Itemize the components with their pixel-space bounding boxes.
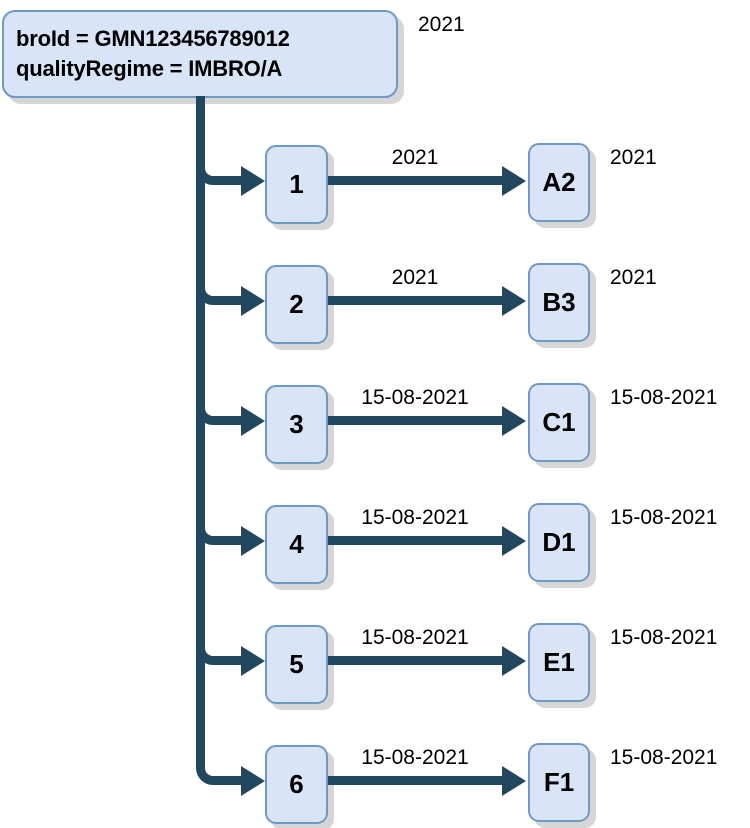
index-node-label: 3 <box>289 409 304 439</box>
version-node-label: A2 <box>542 167 576 197</box>
row-arrow-label: 15-08-2021 <box>361 505 469 529</box>
row-arrow-label: 15-08-2021 <box>361 745 469 769</box>
branch-connector-stub <box>220 655 241 665</box>
trunk-line <box>196 96 205 758</box>
row-trailing-label: 2021 <box>610 265 657 289</box>
version-node-label: F1 <box>543 767 575 797</box>
row-arrow-shaft <box>328 295 502 305</box>
row-arrow-shaft <box>328 655 502 665</box>
branch-arrow-head <box>241 165 265 196</box>
branch-arrow-head <box>241 405 265 436</box>
row-arrow-head <box>502 285 526 316</box>
branch-connector-stub <box>220 175 241 185</box>
index-node-4[interactable]: 4 <box>265 505 328 584</box>
index-node-5[interactable]: 5 <box>265 625 328 704</box>
trunk-branch-elbow <box>196 748 226 785</box>
trunk-branch-elbow <box>196 148 226 185</box>
index-node-label: 5 <box>289 649 304 679</box>
branch-connector-stub <box>220 415 241 425</box>
branch-arrow-head <box>241 645 265 676</box>
row-trailing-label: 15-08-2021 <box>610 625 718 649</box>
index-node-1[interactable]: 1 <box>265 145 328 224</box>
trunk-branch-elbow <box>196 268 226 305</box>
version-node-D1[interactable]: D1 <box>528 503 590 582</box>
branch-arrow-head <box>241 765 265 796</box>
root-node-qualityregime-line: qualityRegime = IMBRO/A <box>16 56 283 81</box>
version-node-label: D1 <box>542 527 576 557</box>
version-node-E1[interactable]: E1 <box>528 623 590 702</box>
version-node-label: E1 <box>543 647 575 677</box>
row-arrow-label: 15-08-2021 <box>361 625 469 649</box>
row-arrow-shaft <box>328 535 502 545</box>
row-arrow-shaft <box>328 415 502 425</box>
index-node-label: 2 <box>289 289 304 319</box>
trunk-branch-elbow <box>196 628 226 665</box>
version-node-label: C1 <box>542 407 576 437</box>
row-arrow-head <box>502 165 526 196</box>
version-node-B3[interactable]: B3 <box>528 263 590 342</box>
row-arrow-label: 2021 <box>391 145 439 169</box>
root-node-broid-line: broId = GMN123456789012 <box>16 26 290 51</box>
index-node-6[interactable]: 6 <box>265 745 328 824</box>
trunk-branch-elbow <box>196 508 226 545</box>
row-arrow-label: 2021 <box>391 265 439 289</box>
branch-connector-stub <box>220 775 241 785</box>
row-arrow-head <box>502 405 526 436</box>
row-arrow-head <box>502 645 526 676</box>
version-node-label: B3 <box>542 287 576 317</box>
row-trailing-label: 15-08-2021 <box>610 745 718 769</box>
row-arrow-head <box>502 765 526 796</box>
branch-arrow-head <box>241 285 265 316</box>
index-node-label: 6 <box>289 769 304 799</box>
version-node-F1[interactable]: F1 <box>528 743 590 822</box>
branch-arrow-head <box>241 525 265 556</box>
index-node-label: 1 <box>289 169 304 199</box>
root-trailing-label: 2021 <box>418 13 465 36</box>
row-arrow-shaft <box>328 175 502 185</box>
index-node-2[interactable]: 2 <box>265 265 328 344</box>
branch-connector-stub <box>220 535 241 545</box>
row-trailing-label: 2021 <box>610 145 657 169</box>
row-arrow-shaft <box>328 775 502 785</box>
root-node[interactable]: broId = GMN123456789012 qualityRegime = … <box>2 10 398 98</box>
version-node-A2[interactable]: A2 <box>528 143 590 222</box>
branch-connector-stub <box>220 295 241 305</box>
index-node-3[interactable]: 3 <box>265 385 328 464</box>
index-node-label: 4 <box>289 529 304 559</box>
trunk-branch-elbow <box>196 388 226 425</box>
row-trailing-label: 15-08-2021 <box>610 385 718 409</box>
row-arrow-label: 15-08-2021 <box>361 385 469 409</box>
version-node-C1[interactable]: C1 <box>528 383 590 462</box>
row-trailing-label: 15-08-2021 <box>610 505 718 529</box>
row-arrow-head <box>502 525 526 556</box>
